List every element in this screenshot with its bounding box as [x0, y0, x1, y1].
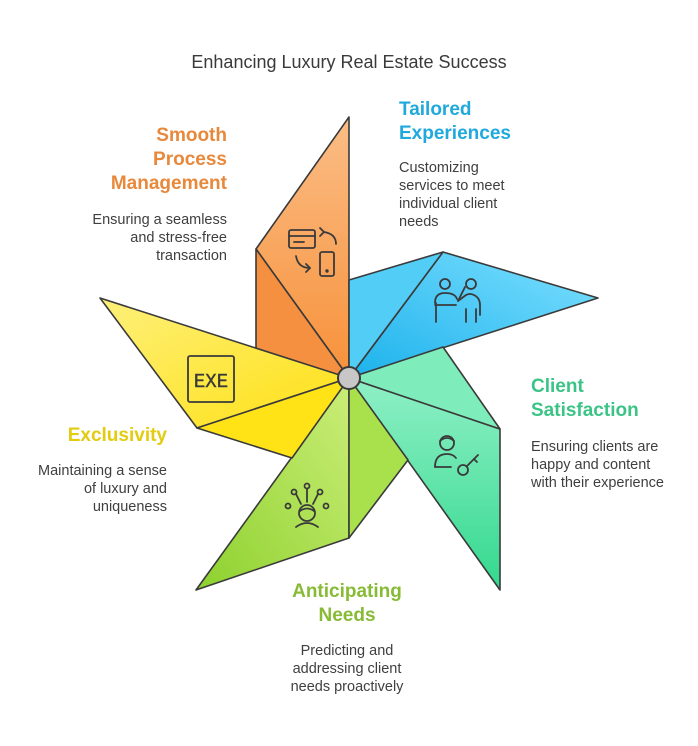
blade-tailored-experiences: [348, 251, 599, 379]
desc-client-satisfaction: Ensuring clients are happy and content w…: [531, 439, 664, 491]
exe-icon-text: EXE: [194, 371, 228, 393]
label-smooth-process: Smooth Process Management: [110, 125, 227, 194]
client-key-icon: [434, 435, 479, 476]
idea-network-icon: [284, 482, 330, 528]
desc-exclusivity: Maintaining a sense of luxury and unique…: [38, 463, 167, 515]
label-tailored-experiences: Tailored Experiences: [399, 99, 511, 144]
desc-tailored-experiences: Customizing services to meet individual …: [399, 160, 505, 230]
label-anticipating-needs: Anticipating Needs: [292, 581, 402, 626]
center-hub: [337, 366, 361, 390]
presenter-icon: [434, 278, 481, 323]
page-title: Enhancing Luxury Real Estate Success: [191, 52, 507, 72]
exe-icon: EXE: [187, 355, 235, 403]
label-exclusivity: Exclusivity: [67, 425, 167, 446]
blade-exclusivity: [99, 297, 350, 459]
desc-smooth-process: Ensuring a seamless and stress-free tran…: [92, 212, 227, 264]
label-client-satisfaction: Client Satisfaction: [531, 376, 639, 421]
desc-anticipating-needs: Predicting and addressing client needs p…: [290, 643, 404, 695]
process-transfer-icon: [288, 227, 337, 277]
